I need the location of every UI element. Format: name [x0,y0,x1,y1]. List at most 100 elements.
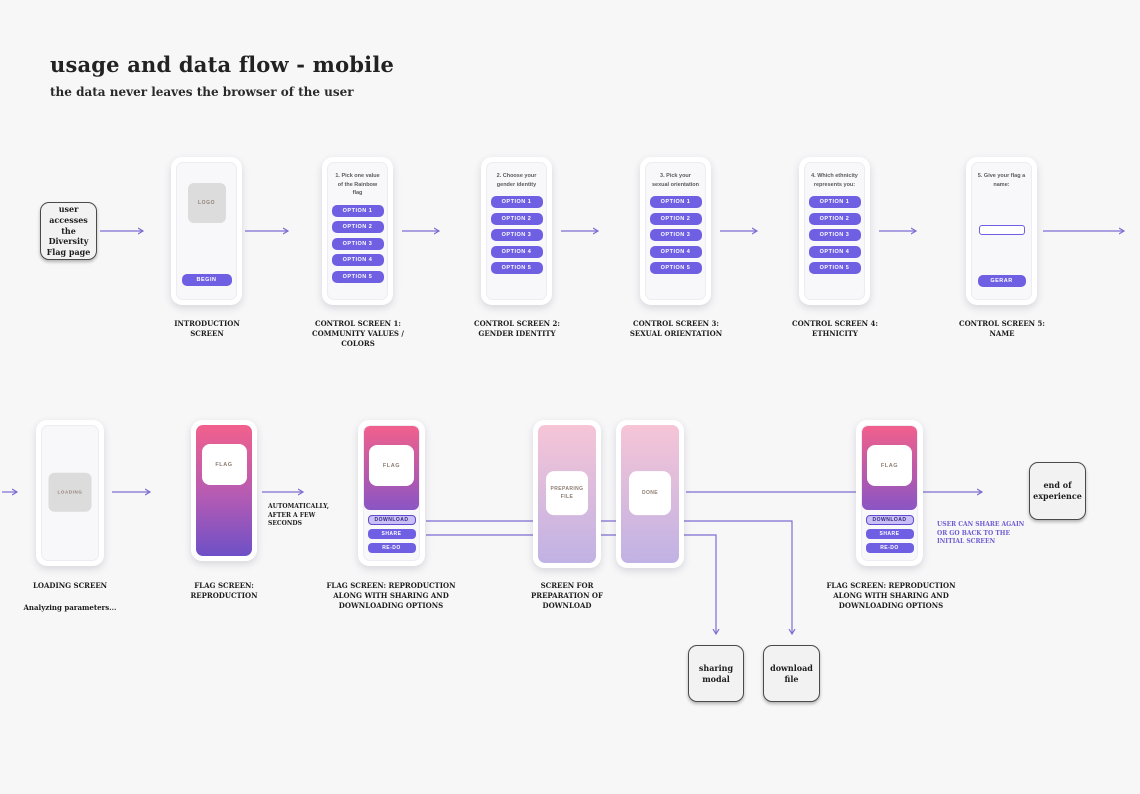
flag-gradient-block: FLAG [364,426,419,510]
control-screen-3-heading: 3. Pick your sexual orientation [651,173,700,188]
share-button[interactable]: SHARE [367,529,416,539]
logo-placeholder: LOGO [187,183,226,223]
label-control-screen-2: CONTROL SCREEN 2: GENDER IDENTITY [474,319,560,338]
option-button[interactable]: OPTION 1 [331,204,384,217]
label-flag-options: FLAG SCREEN: REPRODUCTION ALONG WITH SHA… [326,581,456,610]
flag-action-list: DOWNLOAD SHARE RE-DO [862,515,917,553]
option-button[interactable]: OPTION 3 [808,229,861,242]
done-message: DONE [629,471,671,516]
option-button[interactable]: OPTION 2 [808,212,861,225]
preparing-text: PREPARING FILE [550,486,584,501]
done-text: DONE [641,490,659,497]
option-button[interactable]: OPTION 2 [331,221,384,234]
label-control-screen-4: CONTROL SCREEN 4: ETHNICITY [792,319,878,338]
label-control-screen-1: CONTROL SCREEN 1: COMMUNITY VALUES / COL… [312,319,404,348]
page-title: usage and data flow - mobile [50,52,395,77]
option-list: OPTION 1 OPTION 2 OPTION 3 OPTION 4 OPTI… [646,196,705,275]
phone-control-screen-3: 3. Pick your sexual orientation OPTION 1… [640,157,711,305]
control-screen-3-body: 3. Pick your sexual orientation OPTION 1… [645,162,706,300]
option-list: OPTION 1 OPTION 2 OPTION 3 OPTION 4 OPTI… [487,196,546,275]
end-node-text: end of experience [1033,480,1082,501]
control-screen-4-body: 4. Which ethnicity represents you: OPTIO… [804,162,865,300]
loading-screen-body: LOADING [41,425,99,561]
start-node: user accesses the Diversity Flag page [40,202,97,260]
begin-button[interactable]: BEGIN [181,274,232,286]
label-control-screen-3: CONTROL SCREEN 3: SEXUAL ORIENTATION [629,319,723,338]
flag-preview: FLAG [201,444,247,485]
option-button[interactable]: OPTION 5 [331,270,384,283]
redo-button[interactable]: RE-DO [865,543,914,553]
phone-flag-options: FLAG DOWNLOAD SHARE RE-DO [358,420,425,566]
option-button[interactable]: OPTION 1 [649,196,702,209]
control-screen-5-body: 5. Give your flag a name: GERAR [971,162,1032,300]
flag-preview: FLAG [369,445,414,486]
phone-flag-reproduction: FLAG [191,420,257,561]
flag-gradient-block: FLAG [862,426,917,510]
label-introduction-screen: INTRODUCTION SCREEN [174,319,240,338]
preparing-message: PREPARING FILE [546,471,588,516]
control-screen-1-heading: 1. Pick one value of the Rainbow flag [335,173,380,197]
redo-button[interactable]: RE-DO [367,543,416,553]
share-button[interactable]: SHARE [865,529,914,539]
flag-preview: FLAG [867,445,912,486]
done-screen-body: DONE [621,425,679,563]
download-button[interactable]: DOWNLOAD [367,515,416,525]
control-screen-2-heading: 2. Choose your gender identity [496,173,537,188]
option-button[interactable]: OPTION 4 [808,245,861,258]
option-button[interactable]: OPTION 4 [649,245,702,258]
control-screen-4-heading: 4. Which ethnicity represents you: [811,173,858,188]
option-button[interactable]: OPTION 3 [649,229,702,242]
start-node-text: user accesses the Diversity Flag page [46,204,91,258]
sharing-modal-text: sharing modal [698,662,734,684]
intro-screen-body: LOGO BEGIN [176,162,237,300]
phone-control-screen-2: 2. Choose your gender identity OPTION 1 … [481,157,552,305]
sharing-modal-node: sharing modal [688,645,744,702]
loading-text: LOADING [57,489,83,495]
phone-control-screen-1: 1. Pick one value of the Rainbow flag OP… [322,157,393,305]
flag-gradient-screen: FLAG [196,425,252,556]
flag-text: FLAG [382,462,401,469]
option-button[interactable]: OPTION 2 [649,212,702,225]
flag-text: FLAG [880,462,899,469]
label-flag-reproduction: FLAG SCREEN: REPRODUCTION [190,581,258,600]
option-button[interactable]: OPTION 5 [649,262,702,275]
download-button[interactable]: DOWNLOAD [865,515,914,525]
preparing-screen-body: PREPARING FILE [538,425,596,563]
flag-text: FLAG [215,461,233,468]
label-analyzing-note: Analyzing parameters... [23,603,117,612]
flag-action-list: DOWNLOAD SHARE RE-DO [364,515,419,553]
option-button[interactable]: OPTION 3 [490,229,543,242]
phone-loading-screen: LOADING [36,420,104,566]
page-subtitle: the data never leaves the browser of the… [50,85,354,99]
option-button[interactable]: OPTION 1 [808,196,861,209]
label-loading-screen: LOADING SCREEN [32,581,108,590]
share-again-note: USER CAN SHARE AGAIN OR GO BACK TO THE I… [937,521,1025,546]
label-control-screen-5: CONTROL SCREEN 5: NAME [959,319,1045,338]
phone-flag-options-2: FLAG DOWNLOAD SHARE RE-DO [856,420,923,566]
loading-placeholder: LOADING [48,472,92,512]
option-button[interactable]: OPTION 4 [331,254,384,267]
phone-control-screen-4: 4. Which ethnicity represents you: OPTIO… [799,157,870,305]
option-button[interactable]: OPTION 2 [490,212,543,225]
generate-button[interactable]: GERAR [977,275,1026,287]
flag-options-2-body: FLAG DOWNLOAD SHARE RE-DO [861,425,918,561]
logo-text: LOGO [197,200,216,206]
auto-advance-note: AUTOMATICALLY, AFTER A FEW SECONDS [268,503,329,528]
control-screen-2-body: 2. Choose your gender identity OPTION 1 … [486,162,547,300]
download-file-node: download file [763,645,820,702]
flag-name-input[interactable] [978,225,1025,235]
option-button[interactable]: OPTION 4 [490,245,543,258]
label-flag-options-2: FLAG SCREEN: REPRODUCTION ALONG WITH SHA… [826,581,956,610]
control-screen-1-body: 1. Pick one value of the Rainbow flag OP… [327,162,388,300]
option-button[interactable]: OPTION 3 [331,237,384,250]
option-button[interactable]: OPTION 1 [490,196,543,209]
end-node: end of experience [1029,462,1086,520]
option-list: OPTION 1 OPTION 2 OPTION 3 OPTION 4 OPTI… [805,196,864,275]
phone-introduction-screen: LOGO BEGIN [171,157,242,305]
flag-options-body: FLAG DOWNLOAD SHARE RE-DO [363,425,420,561]
label-preparation-screen: SCREEN FOR PREPARATION OF DOWNLOAD [531,581,603,610]
option-button[interactable]: OPTION 5 [490,262,543,275]
option-button[interactable]: OPTION 5 [808,262,861,275]
